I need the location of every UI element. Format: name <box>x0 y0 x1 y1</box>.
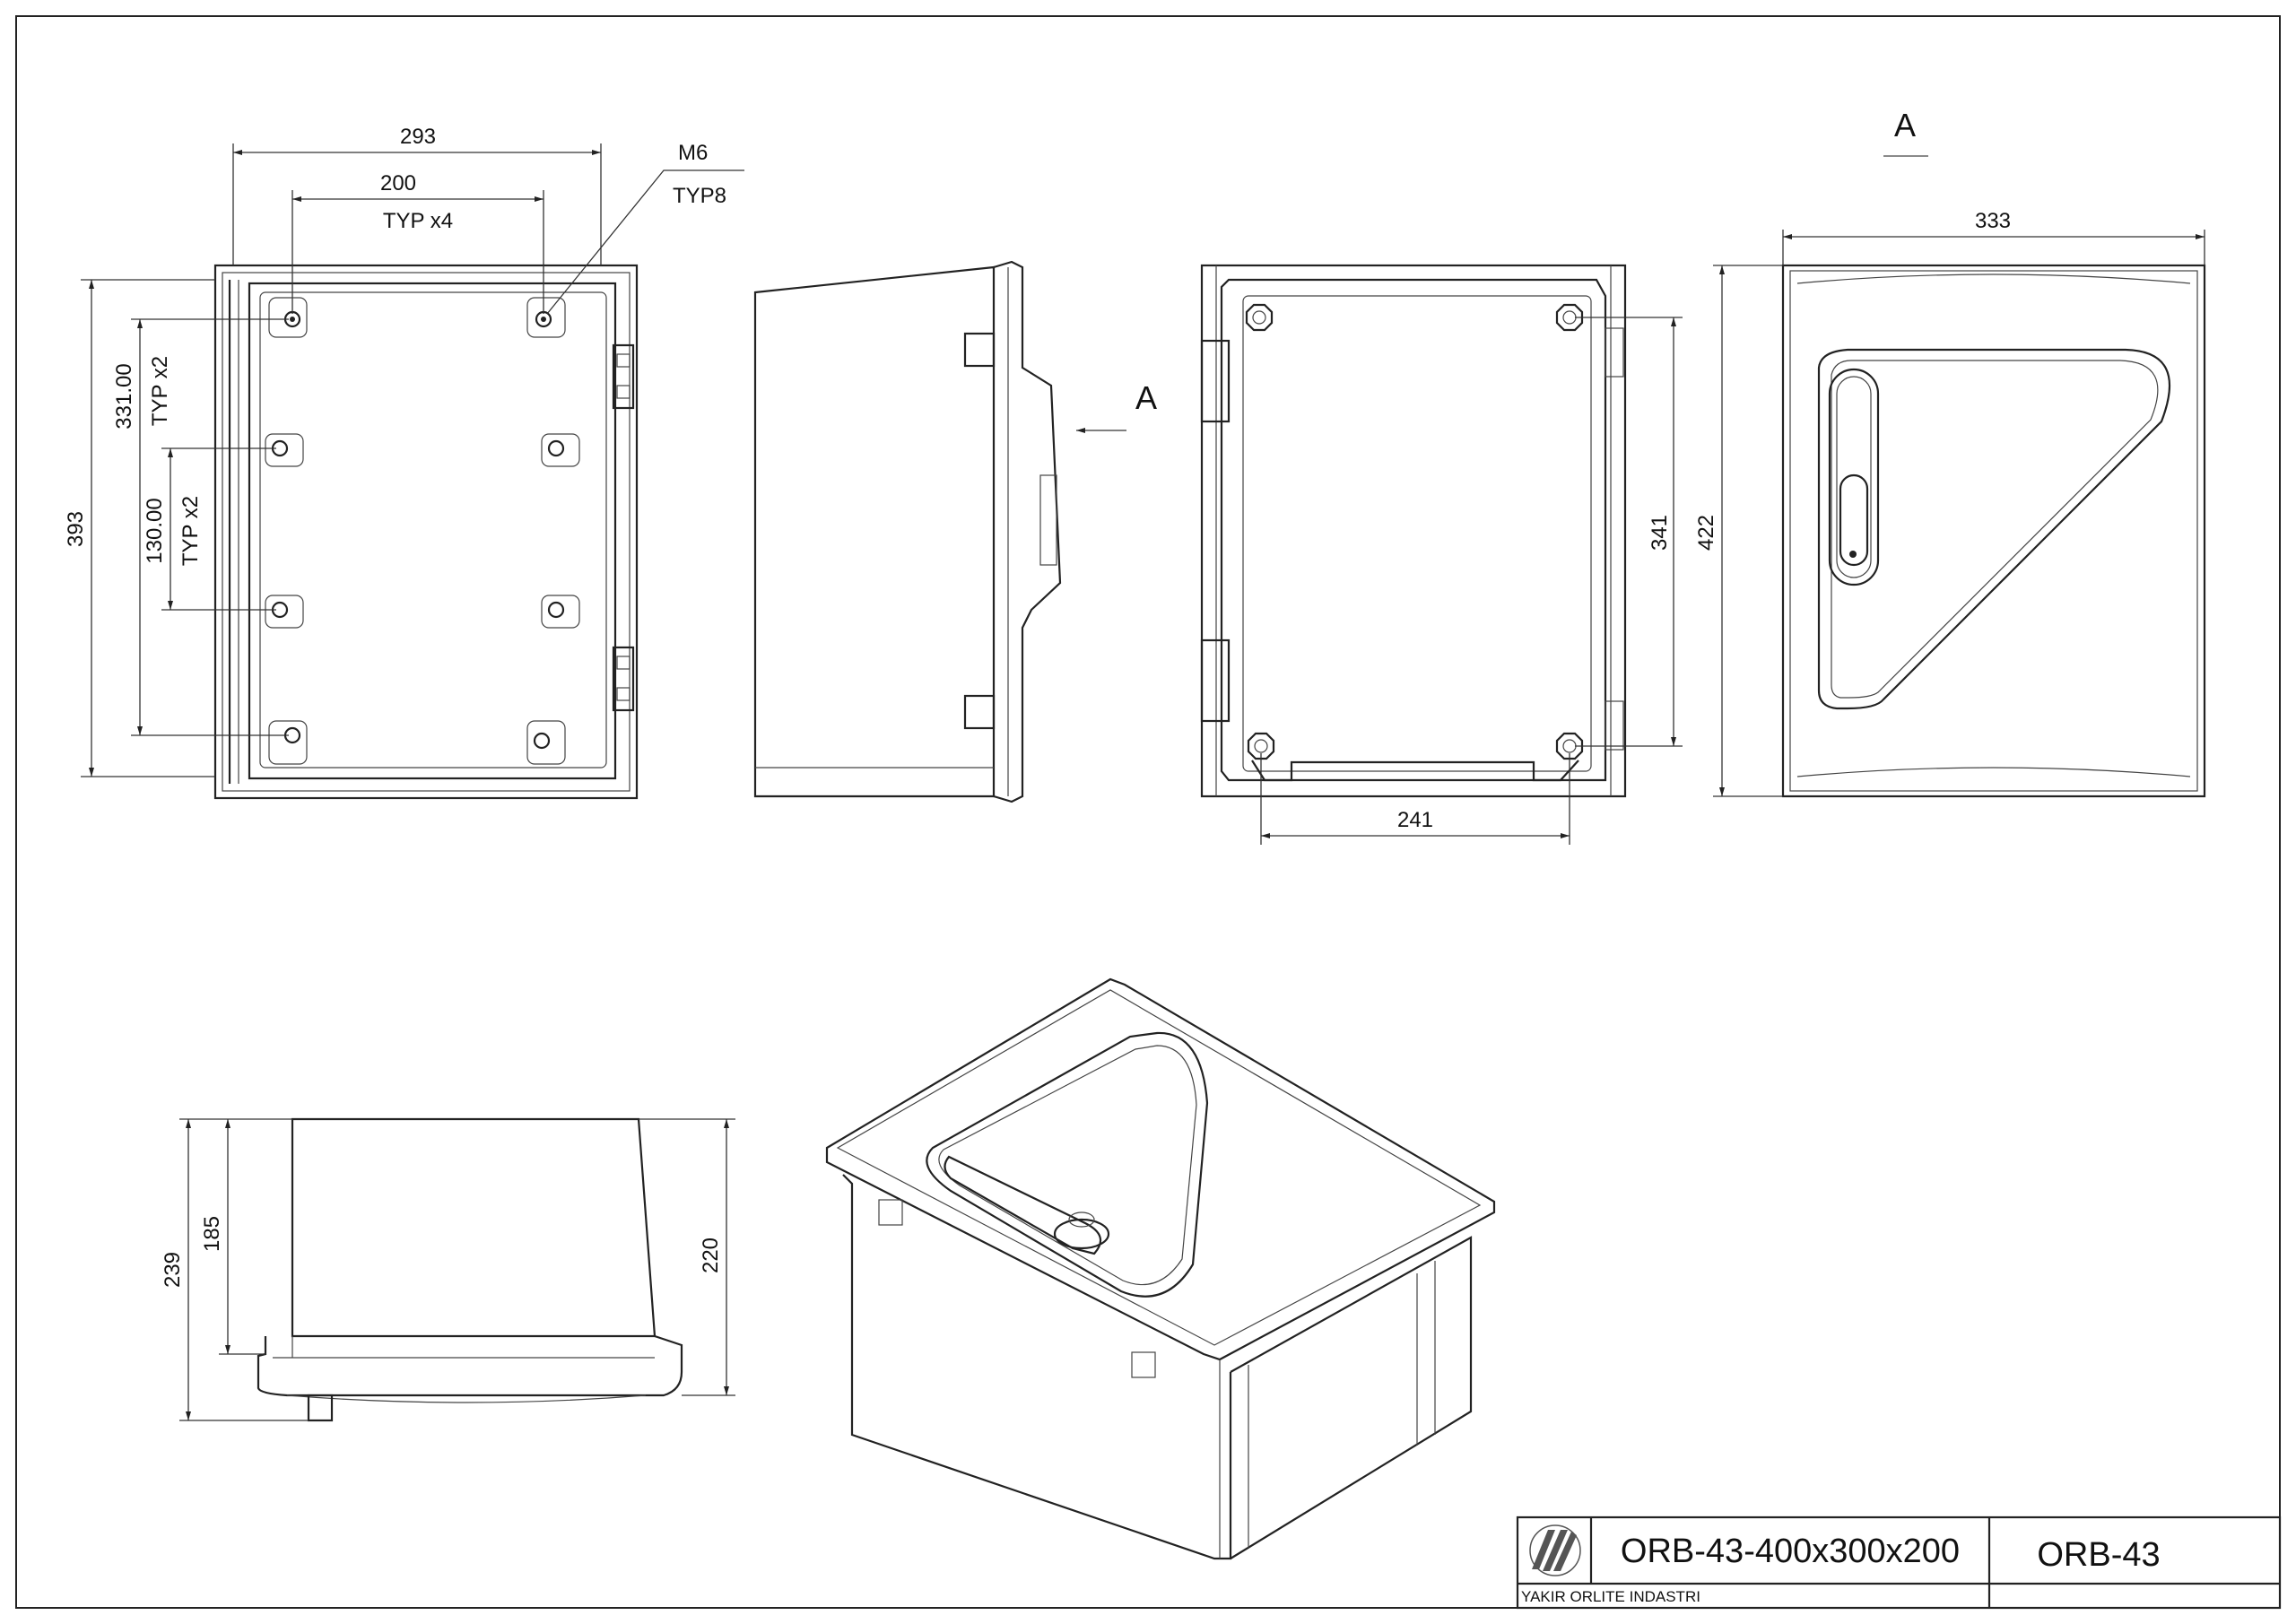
sheet-border <box>15 15 2281 1609</box>
dim-overall-depth: 239 <box>161 1252 185 1288</box>
dim-inner-spacing-vertical-note: TYP x2 <box>178 496 203 566</box>
side-view <box>753 260 1126 803</box>
screw-note-label: TYP8 <box>673 184 726 208</box>
front-view <box>81 143 744 800</box>
dim-mount-width: 241 <box>1397 808 1433 832</box>
model-number: ORB-43 <box>2037 1536 2160 1574</box>
bottom-side-view <box>179 1117 735 1422</box>
screw-size-label: M6 <box>678 141 708 165</box>
dim-lid-width: 333 <box>1975 209 2011 233</box>
dim-hole-spacing-horizontal: 200 <box>380 171 416 195</box>
mounting-boss-bottom-right <box>526 720 566 765</box>
dim-height-overall: 393 <box>64 511 88 547</box>
view-a-title: A <box>1894 107 1916 143</box>
mounting-boss-top-right <box>526 297 566 338</box>
view-a <box>1713 155 2206 798</box>
company-logo <box>1529 1524 1581 1576</box>
back-view <box>1200 264 1683 845</box>
back-mounting-hole-bottom-left <box>1247 732 1275 760</box>
mounting-boss-mid2-right <box>541 595 580 629</box>
mounting-boss-top-left <box>268 297 308 338</box>
title-block <box>1516 1515 2282 1610</box>
company-name: YAKIR ORLITE INDASTRI <box>1521 1588 1700 1605</box>
mounting-boss-mid1-left <box>265 433 304 467</box>
dim-inner-spacing-vertical: 130.00 <box>143 498 167 563</box>
dim-width-overall: 293 <box>400 125 436 149</box>
dim-hole-spacing-vertical: 331.00 <box>112 363 136 429</box>
back-mounting-hole-top-left <box>1245 303 1274 332</box>
view-a-arrow-label: A <box>1135 379 1157 416</box>
dim-mount-height: 341 <box>1648 515 1672 551</box>
mounting-boss-mid1-right <box>541 433 580 467</box>
mounting-boss-mid2-left <box>265 595 304 629</box>
dim-hole-spacing-note: TYP x4 <box>383 209 453 233</box>
part-number: ORB-43-400x300x200 <box>1621 1533 1960 1570</box>
dim-lid-depth: 220 <box>699 1238 723 1273</box>
dim-hole-spacing-vertical-note: TYP x2 <box>148 356 172 426</box>
mounting-boss-bottom-left <box>268 720 308 765</box>
isometric-view <box>825 977 1496 1560</box>
dim-lid-height: 422 <box>1694 515 1718 551</box>
dim-body-depth: 185 <box>200 1216 224 1252</box>
